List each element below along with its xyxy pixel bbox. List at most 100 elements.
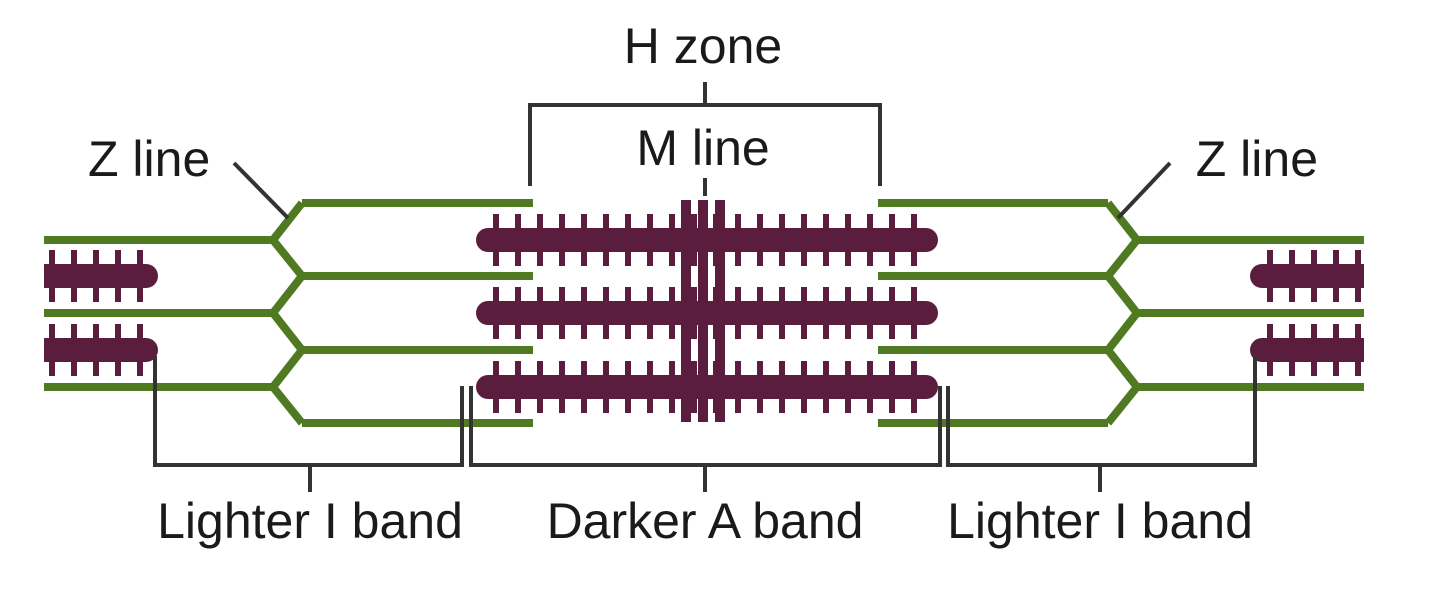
- thick-filament-center-2-head-top: [603, 287, 609, 303]
- thick-filaments: [44, 200, 1364, 422]
- thick-filament-center-3-head-top: [625, 361, 631, 377]
- thick-filament-center-1-head-top: [669, 214, 675, 230]
- thick-filament-center-2-head-bottom: [493, 323, 499, 339]
- thick-filament-center-3-head-top: [493, 361, 499, 377]
- thick-filament-center-1-head-top: [647, 214, 653, 230]
- thick-filament-center-2-head-bottom: [823, 323, 829, 339]
- thick-filament-left-1-head-bottom: [71, 286, 77, 302]
- thick-filament-center-3-head-top: [845, 361, 851, 377]
- thick-filament-center-2-head-bottom: [647, 323, 653, 339]
- thick-filament-center-3-head-bottom: [779, 397, 785, 413]
- thick-filament-center-1-head-top: [515, 214, 521, 230]
- thick-filament-center-3-head-top: [603, 361, 609, 377]
- thick-filament-center-2-head-top: [581, 287, 587, 303]
- thick-filament-center-3-head-bottom: [911, 397, 917, 413]
- thick-filament-left-2-head-top: [49, 324, 55, 340]
- thick-filament-right-1-head-top: [1289, 250, 1295, 266]
- thick-filament-left-1-head-bottom: [137, 286, 143, 302]
- thick-filament-right-1-head-bottom: [1289, 286, 1295, 302]
- thick-filament-left-1-head-top: [93, 250, 99, 266]
- thick-filament-center-2-head-bottom: [537, 323, 543, 339]
- thick-filament-left-1-head-bottom: [93, 286, 99, 302]
- thick-filament-center-1-head-bottom: [867, 250, 873, 266]
- thick-filament-center-3-cap-right: [914, 375, 938, 399]
- thick-filament-center-2-head-bottom: [691, 323, 697, 339]
- z-line-right: [1102, 200, 1143, 426]
- thick-filament-left-1: [44, 250, 158, 302]
- z-line-right-label: Z line: [1196, 131, 1318, 187]
- thick-filament-center-3-head-top: [559, 361, 565, 377]
- thick-filament-center-1-head-bottom: [625, 250, 631, 266]
- thick-filament-right-2-head-top: [1355, 324, 1361, 340]
- thick-filament-center-1-head-bottom: [911, 250, 917, 266]
- z-line-left-leader: [232, 161, 290, 220]
- thick-filament-center-3-head-top: [889, 361, 895, 377]
- i-band-right-label: Lighter I band: [947, 493, 1253, 549]
- thick-filament-center-2-head-top: [757, 287, 763, 303]
- thin-filaments: [44, 199, 1364, 427]
- thick-filament-left-2-head-top: [115, 324, 121, 340]
- thick-filament-center-1-head-top: [625, 214, 631, 230]
- thick-filament-center-1-head-bottom: [581, 250, 587, 266]
- thick-filament-center-3-head-bottom: [867, 397, 873, 413]
- thick-filament-center-3-head-top: [735, 361, 741, 377]
- thick-filament-left-2: [44, 324, 158, 376]
- thick-filament-center-3-head-bottom: [691, 397, 697, 413]
- m-line-bar-1: [681, 200, 691, 422]
- thick-filament-right-2-head-bottom: [1355, 360, 1361, 376]
- thick-filament-center-1-head-top: [911, 214, 917, 230]
- z-line-right-leader: [1116, 161, 1172, 220]
- thick-filament-center-3-head-top: [669, 361, 675, 377]
- thick-filament-center-1-head-top: [581, 214, 587, 230]
- thick-filament-center-1-head-bottom: [669, 250, 675, 266]
- thick-filament-center-3-head-top: [537, 361, 543, 377]
- thick-filament-center-2-head-top: [537, 287, 543, 303]
- thick-filament-center-1-cap-right: [914, 228, 938, 252]
- thick-filament-right-2-head-top: [1311, 324, 1317, 340]
- thick-filament-center-1-head-bottom: [647, 250, 653, 266]
- thick-filament-right-2-head-bottom: [1311, 360, 1317, 376]
- thick-filament-center-2-head-bottom: [779, 323, 785, 339]
- thick-filament-left-2-head-top: [71, 324, 77, 340]
- thick-filament-right-1-head-bottom: [1333, 286, 1339, 302]
- thick-filament-right-1-head-top: [1333, 250, 1339, 266]
- thick-filament-center-1-head-bottom: [515, 250, 521, 266]
- thick-filament-left-2-head-bottom: [49, 360, 55, 376]
- thick-filament-center-3-cap-left: [476, 375, 500, 399]
- thick-filament-center-3-head-bottom: [493, 397, 499, 413]
- thick-filament-center-2-head-top: [867, 287, 873, 303]
- thick-filament-center-2-head-bottom: [669, 323, 675, 339]
- thick-filament-center-3-head-bottom: [757, 397, 763, 413]
- thick-filament-center-2-head-top: [515, 287, 521, 303]
- thick-filament-center-2-head-bottom: [845, 323, 851, 339]
- thick-filament-right-2-head-bottom: [1333, 360, 1339, 376]
- thick-filament-center-1-cap-left: [476, 228, 500, 252]
- thick-filament-right-1: [1250, 250, 1364, 302]
- thick-filament-center-1-head-top: [801, 214, 807, 230]
- thick-filament-center-3-head-top: [581, 361, 587, 377]
- thick-filament-center-2-head-bottom: [581, 323, 587, 339]
- thick-filament-center-1-head-bottom: [779, 250, 785, 266]
- thick-filament-center-3-head-bottom: [581, 397, 587, 413]
- z-line-left: [267, 200, 308, 426]
- thick-filament-center-1-head-top: [537, 214, 543, 230]
- thick-filament-center-2-head-bottom: [559, 323, 565, 339]
- thick-filament-center-3-head-bottom: [625, 397, 631, 413]
- thick-filament-right-1-head-bottom: [1355, 286, 1361, 302]
- thick-filament-right-2-head-top: [1333, 324, 1339, 340]
- thick-filament-left-2-head-bottom: [71, 360, 77, 376]
- thick-filament-center-1-head-bottom: [845, 250, 851, 266]
- thick-filament-center-1-head-bottom: [735, 250, 741, 266]
- thick-filament-center-2-head-bottom: [603, 323, 609, 339]
- thick-filament-center-2-head-bottom: [757, 323, 763, 339]
- thick-filament-center-1-head-top: [559, 214, 565, 230]
- thick-filament-right-1-head-bottom: [1311, 286, 1317, 302]
- thick-filament-center-1-head-top: [867, 214, 873, 230]
- thick-filament-center-2-head-bottom: [735, 323, 741, 339]
- thick-filament-center-3-head-bottom: [603, 397, 609, 413]
- thick-filament-center-2-head-top: [823, 287, 829, 303]
- thick-filament-left-2-head-top: [93, 324, 99, 340]
- thick-filament-center-2-head-bottom: [801, 323, 807, 339]
